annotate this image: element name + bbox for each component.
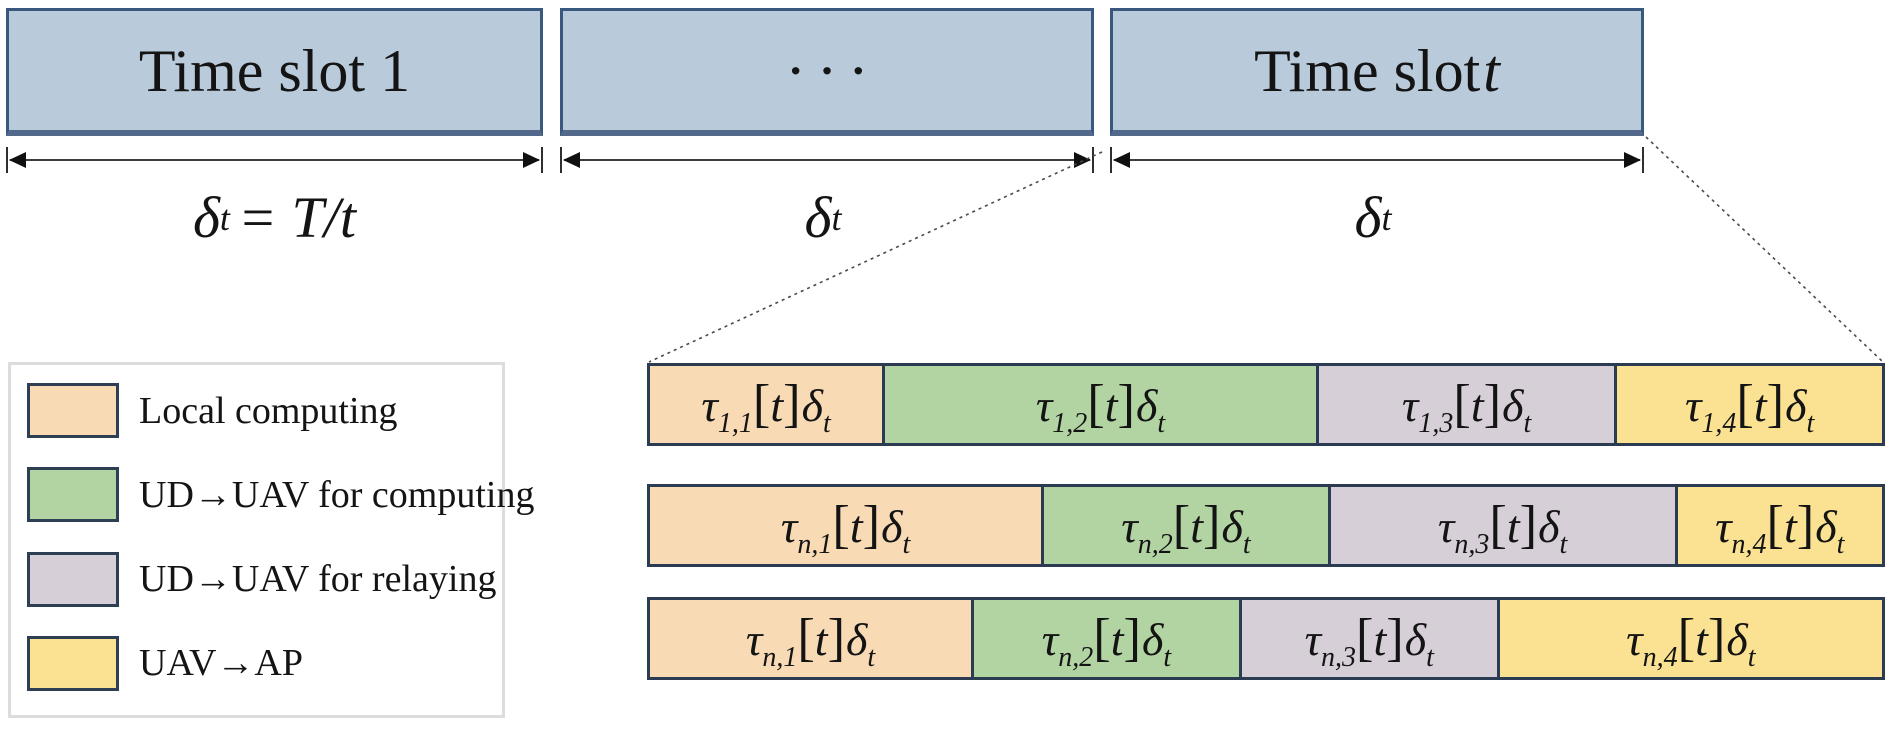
legend-item: Local computing — [27, 383, 492, 438]
row-segment-local_computing: τn,1[t]δt — [647, 597, 975, 680]
segment-label: τn,1[t]δt — [780, 496, 911, 561]
row-segment-ud_uav_relaying: τ1,3[t]δt — [1318, 363, 1618, 446]
segment-label: τ1,2[t]δt — [1035, 375, 1166, 440]
legend-swatch-ud_uav_computing — [27, 467, 119, 523]
row-segment-uav_ap: τn,4[t]δt — [1499, 597, 1885, 680]
legend-item-label: UAV→AP — [139, 642, 304, 685]
segment-label: τ1,4[t]δt — [1684, 375, 1815, 440]
timeslot-box-1-label: Time slot 1 — [138, 37, 411, 104]
arrowhead-left-icon — [563, 152, 580, 168]
segment-label: τ1,1[t]δt — [701, 375, 831, 440]
timeslot-box-ellipsis: ··· — [560, 8, 1094, 136]
legend-item: UAV→AP — [27, 635, 492, 691]
arrow-line — [10, 159, 539, 161]
row-segment-ud_uav_relaying: τn,3[t]δt — [1241, 597, 1500, 680]
segment-label: τn,1[t]δt — [745, 609, 876, 674]
legend-swatch-uav_ap — [27, 635, 119, 691]
legend-item: UD→UAV for computing — [27, 467, 534, 523]
arrow-tick-right — [1092, 147, 1094, 173]
arrowhead-left-icon — [9, 152, 26, 168]
segment-label: τn,4[t]δt — [1626, 609, 1756, 674]
row-segment-uav_ap: τ1,4[t]δt — [1617, 363, 1885, 446]
legend-item-label: UD→UAV for computing — [139, 473, 535, 516]
time-allocation-row: τn,1[t]δt τn,2[t]δt τn,3[t]δt τn,4[t]δt — [647, 597, 1885, 680]
delta-symbol: δ — [192, 185, 220, 250]
arrow-tick-right — [1642, 147, 1644, 173]
segment-label: τn,4[t]δt — [1715, 496, 1845, 561]
row-segment-ud_uav_relaying: τn,3[t]δt — [1330, 484, 1678, 567]
arrowhead-left-icon — [1113, 152, 1130, 168]
time-allocation-row: τ1,1[t]δt τ1,2[t]δt τ1,3[t]δt τ1,4[t]δt — [647, 363, 1885, 446]
delta-symbol: δ — [1354, 185, 1382, 250]
duration-arrow-1 — [6, 146, 543, 174]
duration-arrow-2 — [560, 146, 1094, 174]
duration-equation: = T/t — [237, 185, 357, 250]
expanded-rows: τ1,1[t]δt τ1,2[t]δt τ1,3[t]δt τ1,4[t]δt τn,1… — [647, 363, 1885, 683]
row-segment-ud_uav_computing: τn,2[t]δt — [1044, 484, 1331, 567]
segment-label: τn,2[t]δt — [1041, 609, 1172, 674]
arrowhead-right-icon — [523, 152, 540, 168]
arrow-tick-left — [560, 147, 562, 173]
row-segment-local_computing: τn,1[t]δt — [647, 484, 1045, 567]
row-segment-uav_ap: τn,4[t]δt — [1677, 484, 1885, 567]
row-segment-ud_uav_computing: τ1,2[t]δt — [885, 363, 1319, 446]
row-segment-local_computing: τ1,1[t]δt — [647, 363, 886, 446]
arrow-tick-right — [541, 147, 543, 173]
segment-label: τ1,3[t]δt — [1401, 375, 1532, 440]
arrowhead-right-icon — [1074, 152, 1091, 168]
timeslot-box-1: Time slot 1 — [6, 8, 543, 136]
timeslot-box-ellipsis-label: ··· — [787, 44, 883, 96]
legend-item-label: UD→UAV for relaying — [139, 558, 497, 601]
arrow-line — [1114, 159, 1640, 161]
expansion-dashed-line-right — [1645, 136, 1884, 363]
arrow-tick-left — [6, 147, 8, 173]
segment-label: τn,2[t]δt — [1121, 496, 1251, 561]
legend-item: UD→UAV for relaying — [27, 551, 496, 607]
legend-swatch-ud_uav_relaying — [27, 551, 119, 607]
timeslot-box-t-variable: t — [1483, 37, 1500, 104]
delta-symbol: δ — [804, 185, 832, 250]
segment-label: τn,3[t]δt — [1437, 496, 1568, 561]
duration-arrow-3 — [1110, 146, 1644, 174]
time-allocation-row: τn,1[t]δt τn,2[t]δt τn,3[t]δt τn,4[t]δt — [647, 484, 1885, 567]
arrowhead-right-icon — [1624, 152, 1641, 168]
legend-item-label: Local computing — [139, 389, 398, 432]
row-segment-ud_uav_computing: τn,2[t]δt — [974, 597, 1242, 680]
legend-swatch-local_computing — [27, 383, 119, 438]
segment-label: τn,3[t]δt — [1304, 609, 1434, 674]
arrow-tick-left — [1110, 147, 1112, 173]
timeslot-box-t-label: Time slot — [1254, 37, 1481, 104]
arrow-line — [564, 159, 1090, 161]
